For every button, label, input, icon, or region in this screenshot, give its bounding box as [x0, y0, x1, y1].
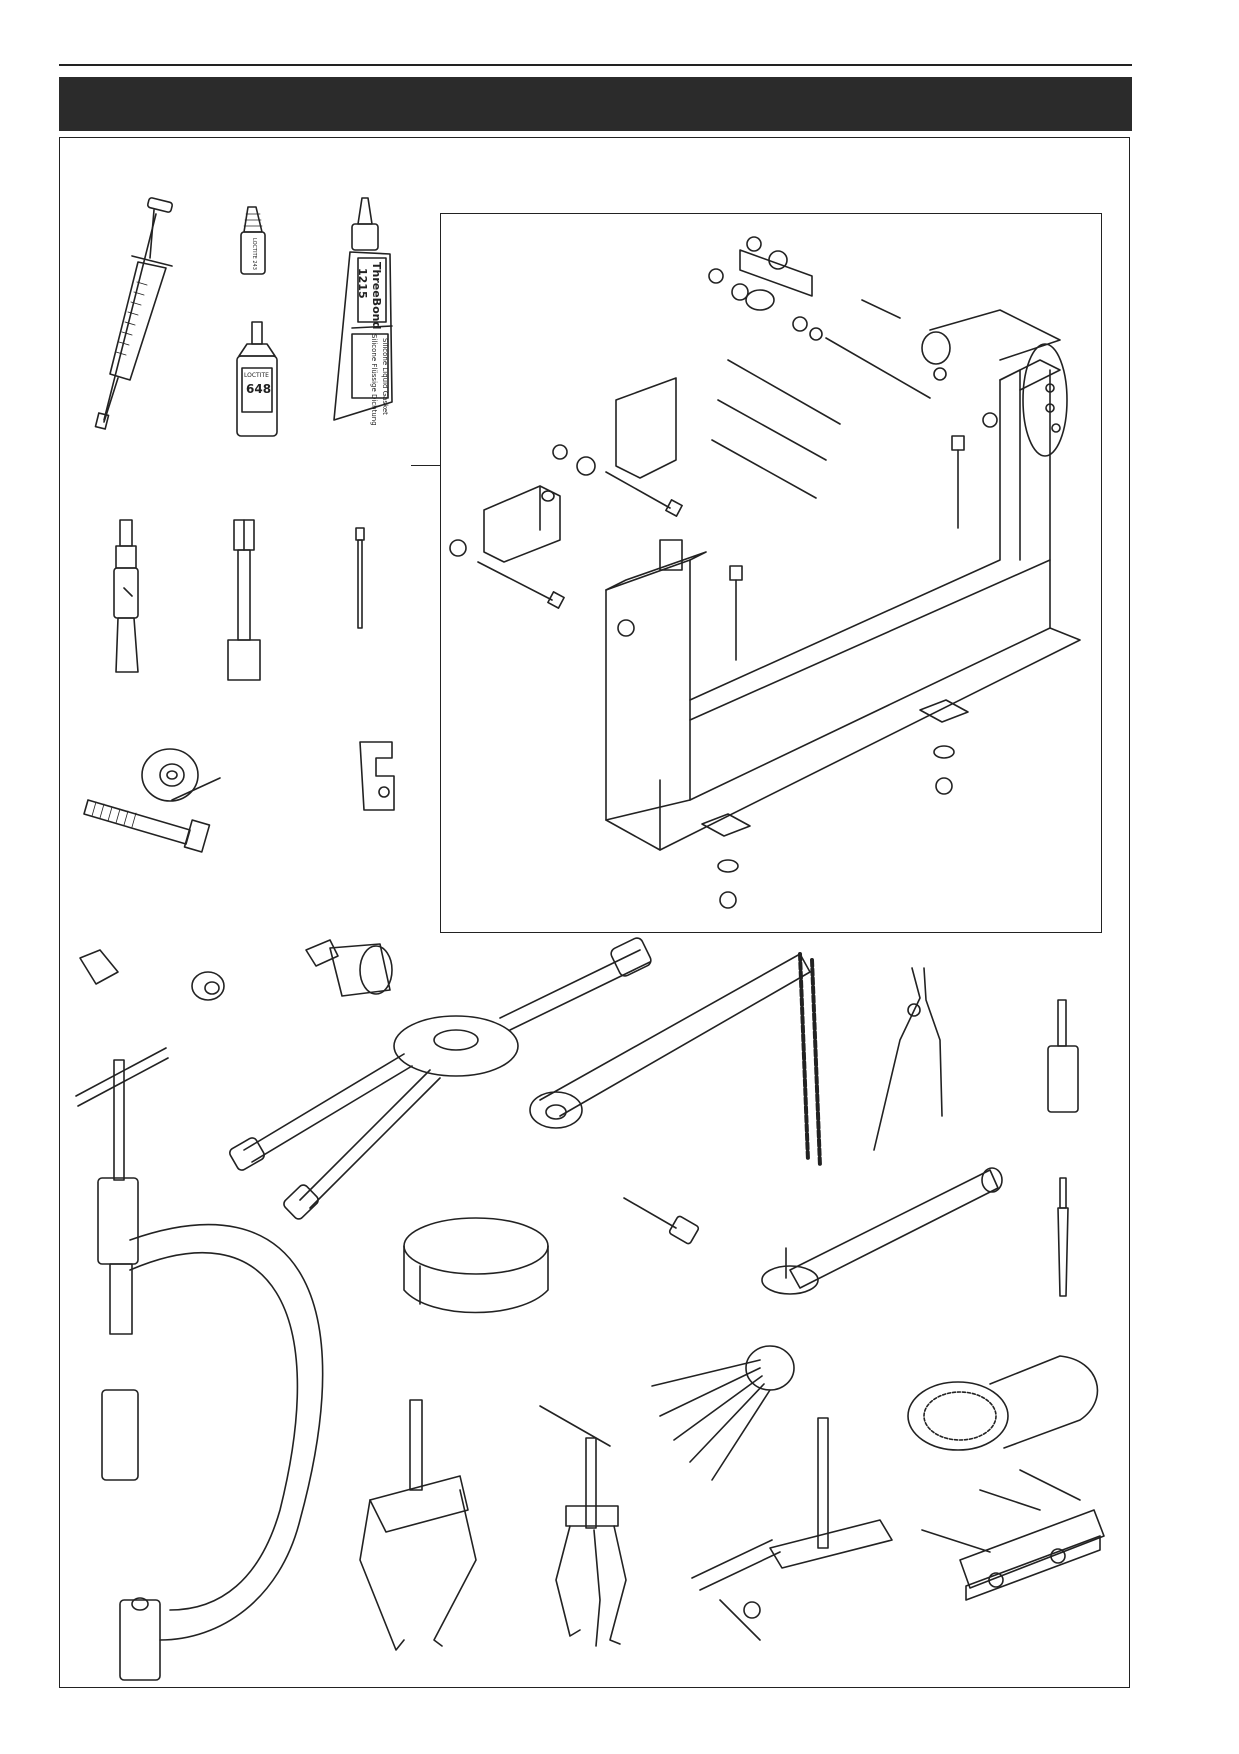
piston-ring-compressor-icon — [403, 1217, 549, 1314]
pin-spanner-wrench-icon — [761, 1167, 1003, 1295]
crankcase-splitter-icon — [921, 1469, 1105, 1601]
tappet-adjuster-icon — [623, 1197, 700, 1245]
loctite-bottle-number: 648 — [246, 382, 272, 396]
threebond-sealant-tube-icon — [333, 197, 393, 421]
sealant-number-label: 1215 — [356, 268, 369, 299]
section-title-bar — [59, 77, 1132, 131]
inset-leader-line — [411, 465, 440, 467]
hex-driver-tool-icon — [227, 519, 261, 681]
valve-guide-reamer-icon — [1057, 1177, 1069, 1297]
feeler-gauge-icon — [651, 1345, 795, 1481]
three-jaw-puller-icon — [539, 1405, 627, 1647]
loctite-small-label: LOCTITE 243 — [251, 238, 257, 270]
clutch-holder-icon — [907, 1355, 1099, 1451]
bearing-drift-icon — [1047, 999, 1079, 1113]
bearing-installer-icon — [83, 748, 221, 853]
loctite-648-bottle-icon — [236, 321, 278, 437]
sealant-brand-label: ThreeBond — [370, 262, 383, 330]
tapered-collar-icon — [79, 949, 119, 985]
snap-ring-pliers-icon — [873, 967, 943, 1151]
top-rule — [59, 64, 1132, 66]
two-jaw-puller-icon — [359, 1399, 477, 1651]
engine-stand-icon — [449, 236, 1081, 909]
flywheel-puller-icon — [229, 937, 652, 1220]
engine-stand-inset — [440, 213, 1102, 933]
mounting-bracket-icon — [359, 741, 395, 811]
loctite-small-bottle-icon — [240, 206, 266, 275]
seal-driver-insert-icon — [191, 971, 225, 1001]
sealant-description-1: Silicone Liquid Gasket — [381, 338, 389, 415]
sealant-description-2: Silicone Flüssige Dichtung — [370, 334, 378, 426]
slide-hammer-icon — [113, 519, 139, 673]
pin-punch-icon — [355, 527, 365, 629]
chain-wrench-icon — [529, 952, 822, 1168]
loctite-bottle-brand: LOCTITE — [244, 372, 269, 379]
adapter-fitting-icon — [305, 939, 393, 997]
grease-syringe-icon — [94, 197, 174, 430]
illustration-frame — [59, 137, 1130, 1688]
valve-spring-compressor-icon — [75, 1047, 324, 1681]
cam-chain-tool-icon — [691, 1417, 893, 1641]
